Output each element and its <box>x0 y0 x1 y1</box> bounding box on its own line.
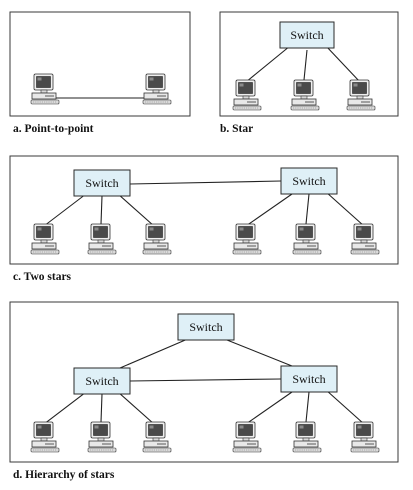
switch-label: Switch <box>85 374 118 388</box>
star-link <box>325 191 365 227</box>
star-link <box>43 193 87 227</box>
panel-two-stars: Switch Switch c. Two stars <box>9 155 399 283</box>
star-link <box>325 45 361 83</box>
star-link <box>305 391 310 423</box>
switch-label: Switch <box>292 372 325 386</box>
star-link <box>117 193 155 227</box>
switch-label: Switch <box>290 28 323 42</box>
switch-label: Switch <box>85 176 118 190</box>
switch-to-switch-link <box>129 180 282 185</box>
panel-caption: a. Point-to-point <box>13 123 94 135</box>
star-link <box>325 389 365 425</box>
star-link <box>117 391 155 425</box>
star-link <box>303 49 308 81</box>
uplink <box>119 337 191 369</box>
switch-node: Switch <box>280 365 338 393</box>
panel-caption: b. Star <box>220 123 253 135</box>
star-link <box>43 391 87 425</box>
panel-caption: d. Hierarchy of stars <box>13 469 115 481</box>
star-link <box>245 45 291 83</box>
panel-c-frame <box>9 155 399 265</box>
star-link <box>100 393 103 423</box>
switch-node: Switch <box>280 167 338 195</box>
switch-node: Switch <box>73 169 131 197</box>
switch-node: Switch <box>73 367 131 395</box>
switch-node: Switch <box>279 21 335 49</box>
star-link <box>245 391 293 425</box>
star-link <box>245 193 293 227</box>
star-link <box>100 195 103 225</box>
switch-to-switch-link <box>129 378 282 382</box>
switch-label: Switch <box>189 320 222 334</box>
panel-point-to-point: a. Point-to-point <box>9 11 191 135</box>
panel-hierarchy-of-stars: Switch Switch Switch d. Hierarchy of sta… <box>9 301 399 481</box>
switch-node: Switch <box>177 313 235 341</box>
panel-star: Switch b. Star <box>219 11 399 135</box>
star-link <box>305 193 310 225</box>
panel-caption: c. Two stars <box>13 271 72 283</box>
switch-label: Switch <box>292 174 325 188</box>
uplink <box>221 337 293 367</box>
